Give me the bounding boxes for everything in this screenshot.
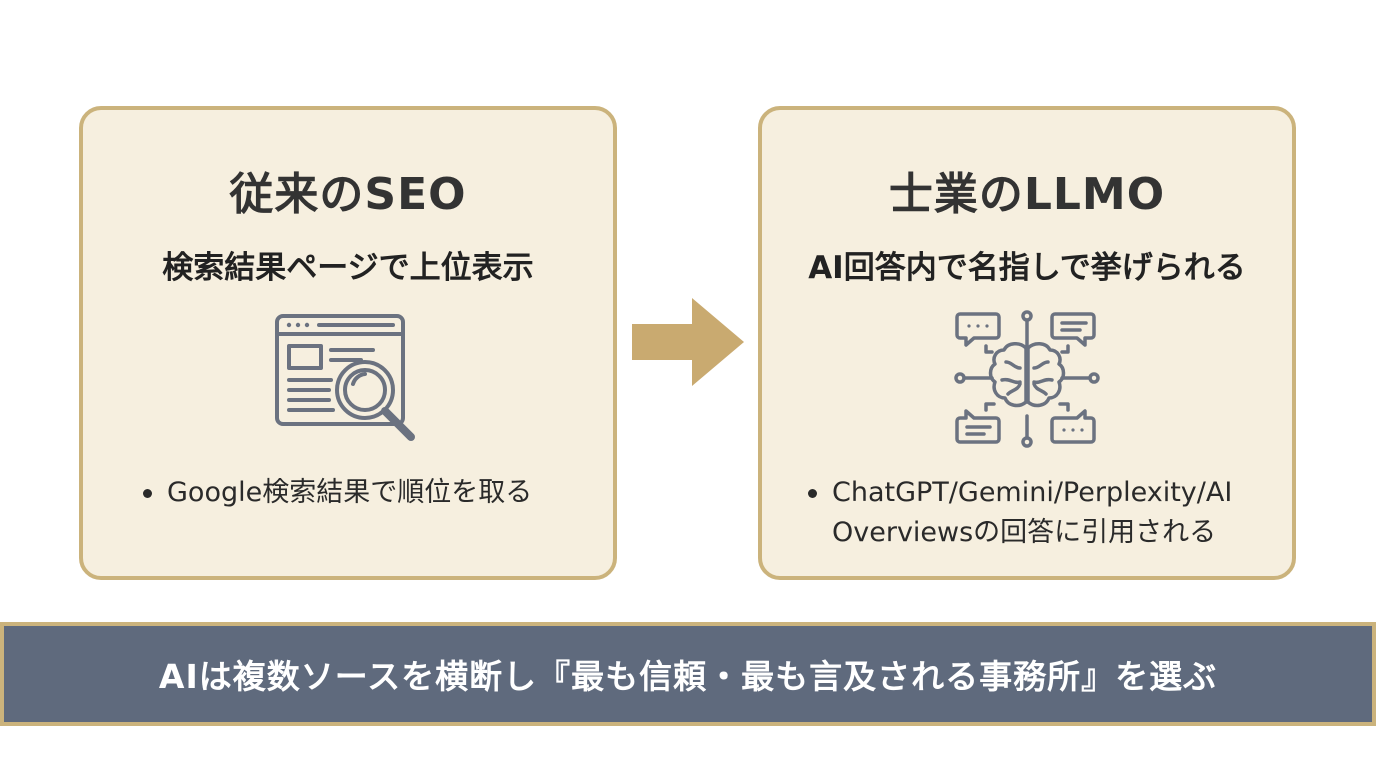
- llmo-title: 士業のLLMO: [888, 169, 1166, 220]
- traditional-seo-bullets: Google検索結果で順位を取る: [143, 473, 583, 513]
- ai-brain-network-icon: [952, 306, 1102, 460]
- browser-search-icon: [273, 306, 423, 460]
- right-arrow-icon: [630, 296, 746, 392]
- traditional-seo-title: 従来のSEO: [229, 169, 467, 220]
- traditional-seo-card: 従来のSEO 検索結果ページで上位表示: [79, 106, 617, 580]
- traditional-seo-subtitle: 検索結果ページで上位表示: [162, 250, 534, 286]
- llmo-subtitle: AI回答内で名指しで挙げられる: [808, 250, 1246, 286]
- conclusion-banner: AIは複数ソースを横断し『最も信頼・最も言及される事務所』を選ぶ: [0, 622, 1376, 726]
- list-item: Google検索結果で順位を取る: [143, 473, 583, 513]
- list-item: ChatGPT/Gemini/Perplexity/AI Overviewsの回…: [808, 473, 1262, 553]
- llmo-card: 士業のLLMO AI回答内で名指しで挙げられる: [758, 106, 1296, 580]
- llmo-bullets: ChatGPT/Gemini/Perplexity/AI Overviewsの回…: [808, 473, 1262, 553]
- conclusion-text: AIは複数ソースを横断し『最も信頼・最も言及される事務所』を選ぶ: [158, 657, 1218, 696]
